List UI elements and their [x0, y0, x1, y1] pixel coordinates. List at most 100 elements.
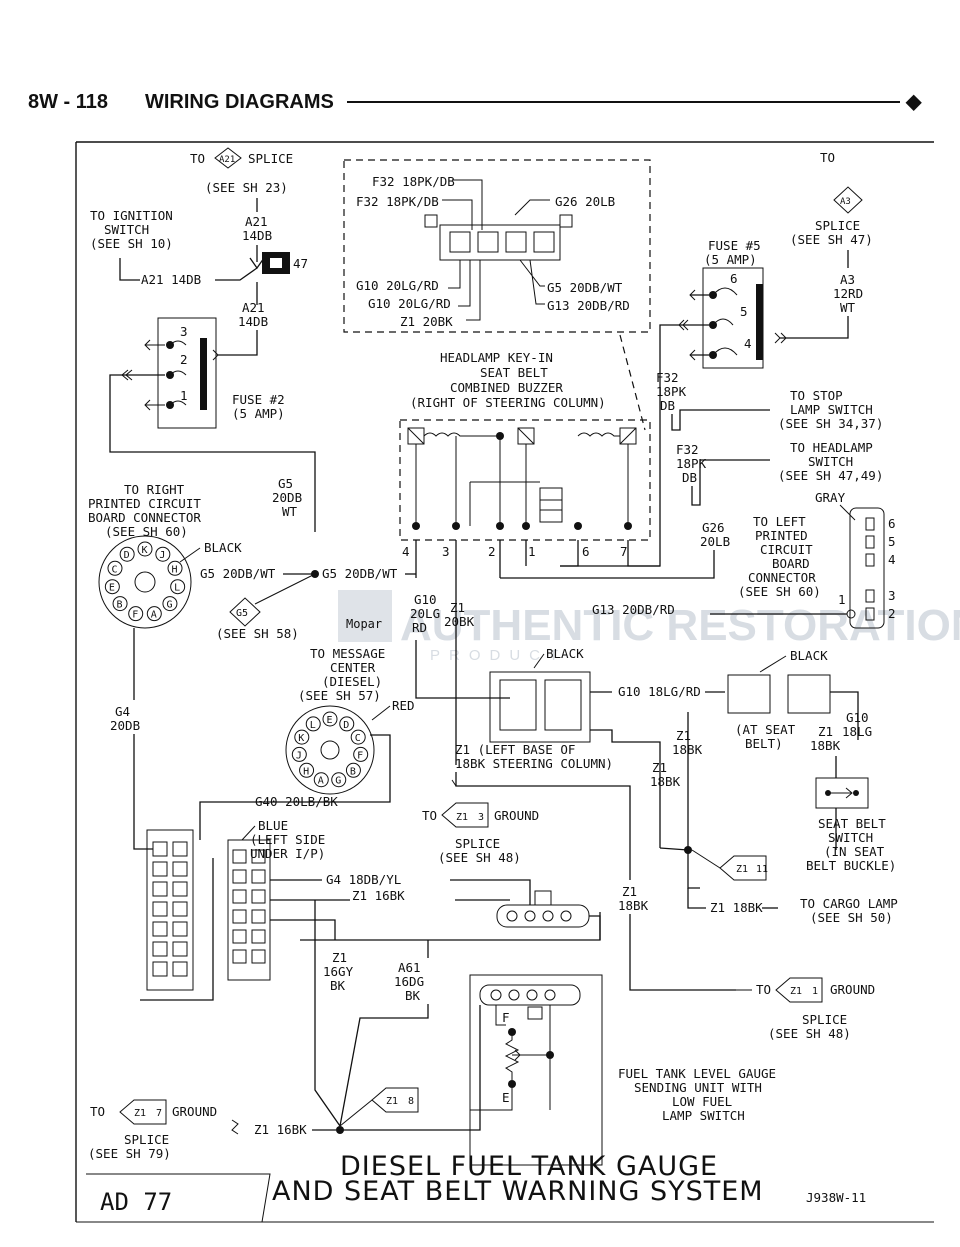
- buzzer-element: [539, 487, 563, 523]
- rpcb-cavity-letter: G: [166, 600, 172, 611]
- z1s-splice: SPLICE: [802, 1012, 847, 1027]
- steer-2: 18BK STEERING COLUMN): [455, 756, 613, 771]
- fuse-5-group: TO A3 SPLICE (SEE SH 47) A3 12RD WT FUSE…: [560, 150, 873, 567]
- msg-2: CENTER: [330, 660, 376, 675]
- seatsw-4: BELT BUCKLE): [806, 858, 896, 873]
- buzzer-title-4: (RIGHT OF STEERING COLUMN): [410, 395, 606, 410]
- black-label-2: BLACK: [546, 646, 584, 661]
- fuse2-cav-3: 3: [180, 324, 188, 339]
- z1e-label: Z1 18BK: [710, 900, 763, 915]
- splice-id: A21: [219, 155, 235, 165]
- buzzer-title-1: HEADLAMP KEY-IN: [440, 350, 553, 365]
- a3-wire-2: 12RD: [833, 286, 863, 301]
- pin-2: 2: [488, 544, 496, 559]
- msg-cavity: [353, 746, 369, 762]
- seat-conn-right: [787, 674, 831, 714]
- g4b-label: G4 18DB/YL: [326, 872, 401, 887]
- lp-3: 3: [888, 588, 896, 603]
- a21-gauge-2: 14DB: [238, 314, 268, 329]
- blue-loc-1: (LEFT SIDE: [250, 832, 325, 847]
- z1-1-ground: TO Z1 1 GROUND SPLICE (SEE SH 48): [756, 977, 875, 1041]
- left-pcb-connector: [849, 507, 885, 629]
- z1gy-3: BK: [330, 978, 346, 993]
- rpcb-cavity: [170, 579, 186, 595]
- z1a-2: 18BK: [672, 742, 703, 757]
- f32-label-b: F32 18PK/DB: [356, 194, 439, 209]
- z1s-ground: GROUND: [830, 982, 875, 997]
- msg-cavity: [299, 762, 315, 778]
- a21-label: A21: [245, 214, 268, 229]
- msg-cavity-letter: B: [350, 766, 356, 777]
- g5-3-c: WT: [282, 504, 298, 519]
- g26b-1: G26: [702, 520, 725, 535]
- a3-see: (SEE SH 47): [790, 232, 873, 247]
- gray-label: GRAY: [815, 490, 846, 505]
- hl-2: SWITCH: [808, 454, 853, 469]
- z17-id: Z1: [134, 1108, 146, 1119]
- watermark-text: AUTHENTIC RESTORATION: [400, 601, 960, 650]
- watermark-brand: Mopar: [346, 617, 382, 631]
- msg-cavity-letter: F: [357, 750, 363, 761]
- ign-label-3: (SEE SH 10): [90, 236, 173, 251]
- rpcb-cavity: [162, 596, 178, 612]
- z18-num: 8: [408, 1096, 414, 1107]
- z13-see: (SEE SH 48): [438, 850, 521, 865]
- rpcb-cavity: [119, 546, 135, 562]
- atseat-1: (AT SEAT: [735, 722, 796, 737]
- page-title: WIRING DIAGRAMS: [145, 91, 334, 113]
- msg-cavity: [322, 711, 338, 727]
- lp-5: 5: [888, 534, 896, 549]
- cluster-connectors: BLUE (LEFT SIDE UNDER I/P) G4 18DB/YL Z1…: [133, 818, 601, 1127]
- wire-ign: [119, 258, 140, 281]
- rpcb-cavity: [107, 560, 123, 576]
- watermark-sub: PRODUCT: [430, 647, 567, 664]
- z13-to: TO: [422, 808, 437, 823]
- z11-num: 11: [756, 864, 768, 875]
- rpcb-cavity-letter: L: [174, 583, 180, 594]
- g26b-2: 20LB: [700, 534, 730, 549]
- black-label-3: BLACK: [790, 648, 828, 663]
- z1b-a: Z1: [450, 600, 465, 615]
- msg-cavity: [345, 762, 361, 778]
- z1d-2: 18BK: [618, 898, 649, 913]
- buzzer-group: HEADLAMP KEY-IN SEAT BELT COMBINED BUZZE…: [399, 334, 660, 640]
- pin-7: 7: [620, 544, 628, 559]
- steering-connector: [489, 671, 591, 743]
- z1b-b: 20BK: [444, 614, 475, 629]
- msg-cavity-letter: K: [298, 733, 304, 744]
- msg-4: (SEE SH 57): [298, 688, 381, 703]
- seatsw-2: SWITCH: [828, 830, 873, 845]
- msg-cavity-letter: C: [355, 733, 361, 744]
- fuse5-cav-6: 6: [730, 271, 738, 286]
- a3-wire-1: A3: [840, 272, 855, 287]
- rpcb-cavity: [128, 606, 144, 622]
- msg-cavity-letter: A: [318, 776, 324, 787]
- sender-e: E: [502, 1090, 510, 1105]
- z17-see: (SEE SH 79): [88, 1146, 171, 1161]
- rpcb-1: TO RIGHT: [124, 482, 185, 497]
- msg-cavity: [305, 716, 321, 732]
- g5-wt-2: G5 20DB/WT: [322, 566, 398, 581]
- g4-a: G4: [115, 704, 130, 719]
- z1-3-splice-icon: [441, 802, 489, 828]
- cargo-2: (SEE SH 50): [810, 910, 893, 925]
- g10c-a: G10: [414, 592, 437, 607]
- sender-connector: [479, 984, 581, 1006]
- label-see-sh: (SEE SH 23): [205, 180, 288, 195]
- g5-splice-id: G5: [236, 608, 248, 619]
- z11-id: Z1: [736, 864, 748, 875]
- msg-cavity-letter: D: [343, 720, 349, 731]
- label-to: TO: [190, 151, 205, 166]
- f32-1-a: F32: [656, 370, 679, 385]
- fuse5-label: FUSE #5: [708, 238, 761, 253]
- lpcb-5: CONNECTOR: [748, 570, 816, 585]
- stop-2: LAMP SWITCH: [790, 402, 873, 417]
- lpcb-6: (SEE SH 60): [738, 584, 821, 599]
- rpcb-cavity: [112, 596, 128, 612]
- ad-number: AD 77: [100, 1188, 172, 1216]
- fuse5-cav-5: 5: [740, 304, 748, 319]
- z1-1-splice-icon: [775, 977, 823, 1003]
- z1s-id: Z1: [790, 986, 802, 997]
